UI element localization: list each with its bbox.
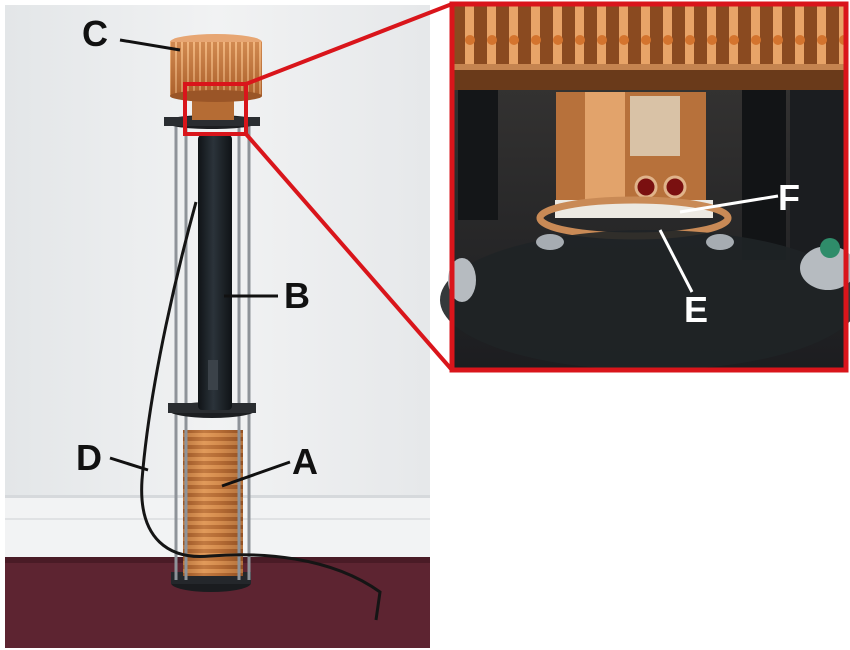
label-b: B — [284, 275, 310, 316]
label-c: C — [82, 13, 108, 54]
zoom-connector-lines — [244, 2, 454, 372]
copper-coil — [183, 430, 243, 576]
leader-f — [679, 194, 779, 214]
inset-photo — [440, 1, 850, 373]
insulated-tube — [198, 135, 232, 410]
nut-green — [800, 246, 850, 290]
zoom-highlight-box — [183, 82, 248, 136]
cable — [140, 201, 382, 621]
leader-e — [658, 229, 694, 293]
main-photo — [5, 5, 430, 648]
support-rods — [174, 118, 251, 580]
label-leaders — [109, 38, 291, 488]
label-f: F — [778, 177, 800, 218]
inset-border — [449, 1, 849, 373]
label-e: E — [684, 289, 708, 330]
nut-left — [536, 234, 564, 250]
leader-c — [119, 38, 181, 52]
nut-right — [706, 234, 734, 250]
label-a: A — [292, 441, 318, 482]
leader-a — [221, 460, 291, 488]
inset-leaders — [658, 194, 779, 293]
leader-d — [109, 456, 149, 472]
label-d: D — [76, 437, 102, 478]
